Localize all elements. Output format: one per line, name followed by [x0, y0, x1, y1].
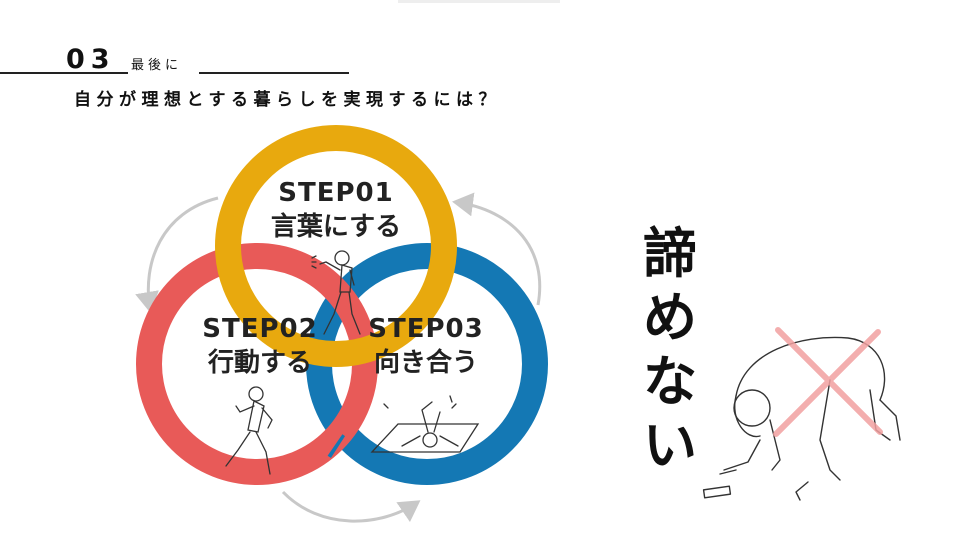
step01-label: STEP01 言葉にする: [246, 176, 426, 244]
step02-label: STEP02 行動する: [170, 312, 350, 380]
step03-number: STEP03: [368, 314, 484, 344]
rule-right: [199, 72, 349, 74]
section-number: 03: [66, 44, 116, 75]
section-header: 03 最後に: [0, 40, 360, 80]
cross-mark-icon: [773, 327, 883, 437]
section-label: 最後に: [131, 58, 183, 73]
person-lying-icon: [370, 395, 480, 453]
ring-step01: [215, 125, 457, 367]
rule-left: [0, 72, 128, 74]
vertical-message: 諦 め な い: [640, 222, 700, 478]
message-char: な: [643, 350, 697, 413]
message-char: 諦: [643, 222, 697, 285]
message-char: い: [643, 414, 697, 477]
step01-title: 言葉にする: [270, 212, 402, 242]
person-speaking-icon: [311, 250, 361, 335]
ring-step02: [136, 243, 378, 485]
step03-title: 向き合う: [373, 348, 478, 378]
step02-title: 行動する: [207, 348, 312, 378]
person-running-icon: [225, 386, 273, 475]
arrow-step1-to-step2: [135, 196, 219, 313]
message-char: め: [643, 286, 697, 349]
arrow-step2-to-step3: [281, 490, 421, 523]
subtitle: 自分が理想とする暮らしを実現するには？: [74, 90, 501, 110]
top-bar: [398, 0, 560, 3]
step02-number: STEP02: [202, 314, 318, 344]
step01-number: STEP01: [278, 178, 394, 208]
step03-label: STEP03 向き合う: [336, 312, 516, 380]
arrow-step3-to-step1: [452, 192, 542, 306]
